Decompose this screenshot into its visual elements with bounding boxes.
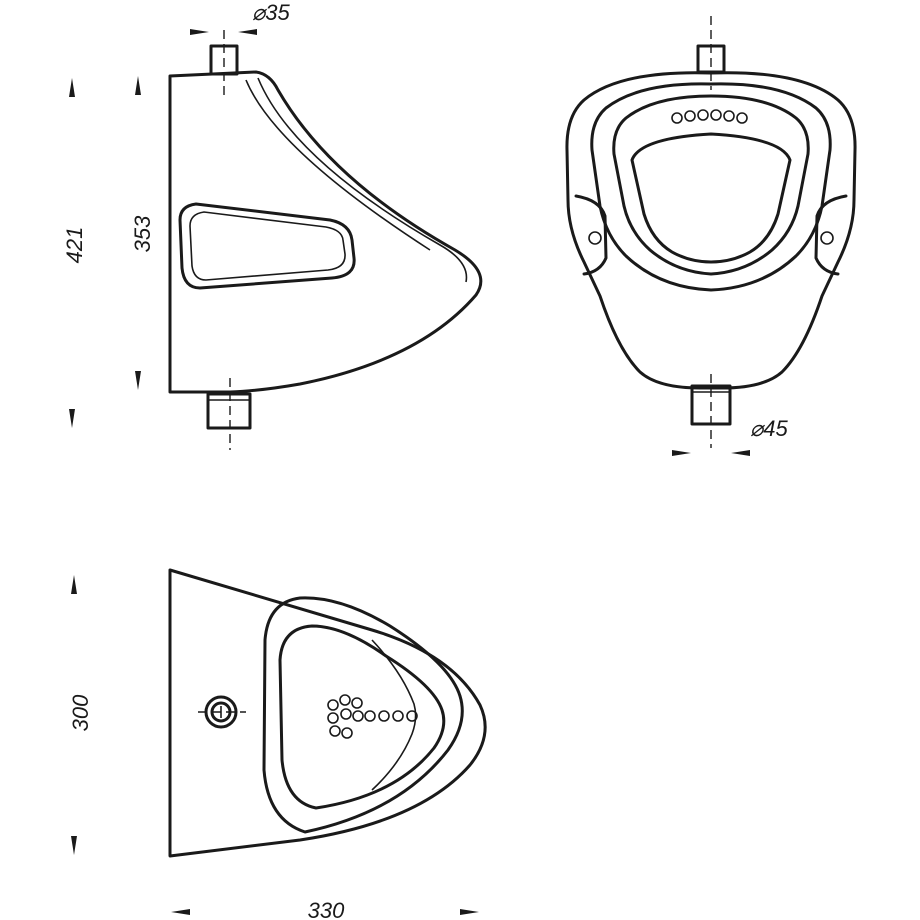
svg-text:300: 300 bbox=[68, 694, 93, 731]
front-flush-holes bbox=[671, 109, 748, 124]
side-recess bbox=[178, 202, 356, 290]
svg-text:353: 353 bbox=[130, 215, 155, 252]
dimension-width: 330 bbox=[171, 898, 479, 920]
dimension-inlet-diameter: ⌀35 bbox=[190, 0, 290, 35]
outlet-pipe-side bbox=[206, 392, 252, 430]
front-rim-outer bbox=[590, 82, 832, 292]
dimension-overall-height: 421 bbox=[62, 78, 87, 428]
top-body-outline bbox=[168, 568, 487, 858]
left-mounting-hole bbox=[588, 231, 602, 245]
svg-text:421: 421 bbox=[62, 227, 87, 264]
svg-text:⌀45: ⌀45 bbox=[750, 416, 788, 441]
dimension-outlet-diameter: ⌀45 bbox=[672, 416, 788, 456]
svg-text:⌀35: ⌀35 bbox=[252, 0, 290, 25]
right-mounting-hole bbox=[820, 231, 834, 245]
front-body-outline bbox=[565, 71, 857, 390]
dimension-depth: 300 bbox=[68, 575, 93, 855]
side-view bbox=[168, 30, 483, 450]
left-mounting-ear bbox=[574, 194, 608, 276]
front-rim-inner bbox=[612, 94, 810, 276]
top-rim-outer bbox=[262, 596, 464, 834]
svg-text:330: 330 bbox=[308, 898, 345, 920]
front-bowl-basin bbox=[630, 132, 792, 264]
side-body-outline bbox=[168, 70, 483, 394]
top-inlet-fitting bbox=[198, 695, 246, 729]
dimension-body-height: 353 bbox=[130, 76, 155, 390]
top-flush-holes bbox=[327, 694, 418, 739]
top-view bbox=[168, 568, 487, 858]
front-view bbox=[565, 16, 857, 448]
side-rim-line bbox=[257, 77, 468, 283]
right-mounting-ear bbox=[814, 194, 848, 276]
